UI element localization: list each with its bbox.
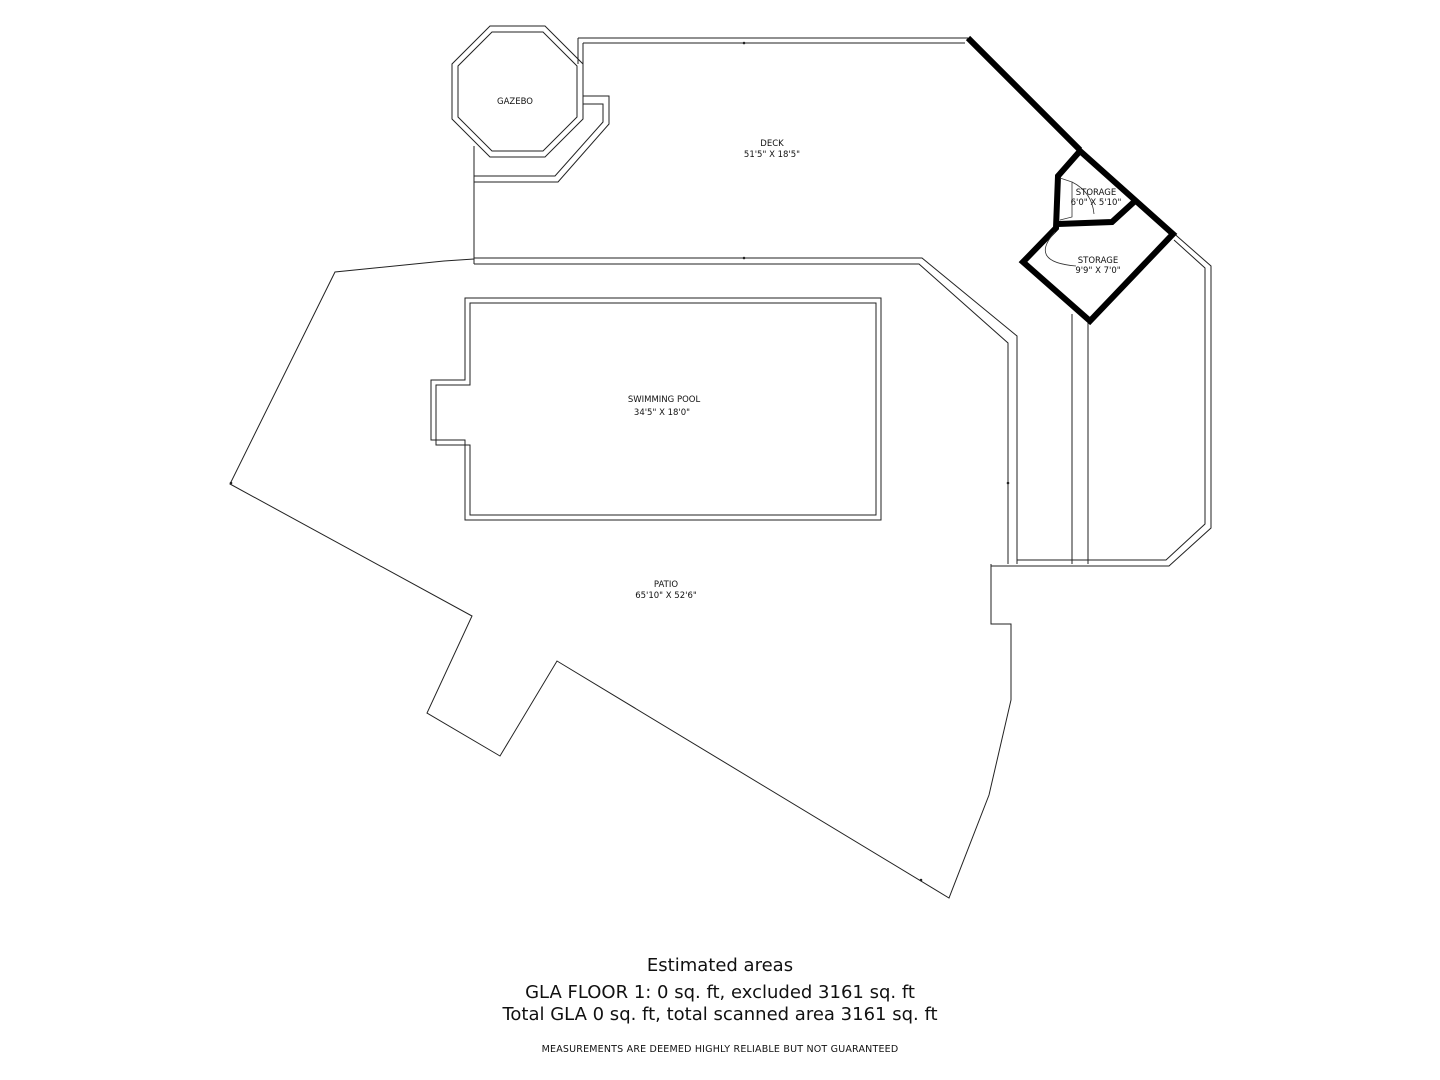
- door-swings: [1044, 177, 1095, 267]
- gazebo-label: GAZEBO: [497, 97, 533, 107]
- patio-label: PATIO: [654, 580, 678, 590]
- storage-upper-label: STORAGE: [1076, 188, 1116, 198]
- patio-dimensions: 65'10" X 52'6": [635, 591, 697, 601]
- gla-floor-summary: GLA FLOOR 1: 0 sq. ft, excluded 3161 sq.…: [525, 982, 915, 1003]
- deck-outline: [473, 37, 1018, 564]
- estimated-areas-title: Estimated areas: [646, 955, 794, 976]
- measurement-disclaimer: MEASUREMENTS ARE DEEMED HIGHLY RELIABLE …: [541, 1044, 899, 1055]
- storage-lower-dimensions: 9'9" X 7'0": [1075, 266, 1120, 276]
- gazebo-outline: [451, 25, 584, 158]
- deck-arm-outline: [991, 229, 1212, 567]
- pool-label: SWIMMING POOL: [628, 395, 701, 405]
- pool-dimensions: 34'5" X 18'0": [634, 408, 690, 418]
- floor-plan: GAZEBO DECK 51'5" X 18'5" STORAGE 6'0" X…: [229, 25, 1212, 899]
- pool-outline: [430, 297, 882, 521]
- total-gla-summary: Total GLA 0 sq. ft, total scanned area 3…: [502, 1004, 938, 1025]
- storage-upper-dimensions: 6'0" X 5'10": [1071, 198, 1122, 208]
- deck-dimensions: 51'5" X 18'5": [744, 150, 800, 160]
- wall-markers: [229, 41, 1010, 882]
- patio-outline: [229, 258, 1012, 899]
- deck-label: DECK: [760, 139, 784, 149]
- storage-walls: [965, 35, 1178, 326]
- storage-lower-label: STORAGE: [1078, 256, 1118, 266]
